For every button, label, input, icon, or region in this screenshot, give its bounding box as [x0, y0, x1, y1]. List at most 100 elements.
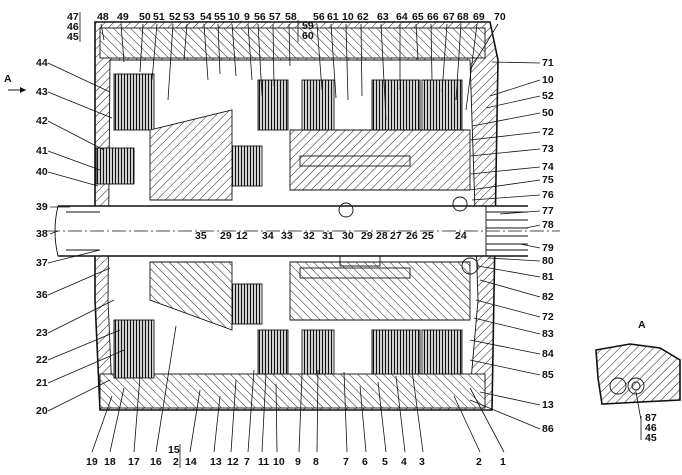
- callout-31: 31: [322, 230, 334, 242]
- callout-67: 67: [443, 11, 455, 23]
- leader-line: [47, 349, 125, 384]
- leader-line: [47, 299, 115, 334]
- callout-73: 73: [542, 143, 554, 155]
- callout-84: 84: [542, 348, 554, 360]
- leader-line: [47, 150, 101, 171]
- callout-46b: 46: [645, 422, 657, 434]
- leader-line: [453, 395, 481, 453]
- callout-58: 58: [285, 11, 297, 23]
- callout-74: 74: [542, 161, 554, 173]
- callout-10b: 10: [342, 11, 354, 23]
- callout-5: 5: [382, 456, 388, 468]
- callout-33: 33: [281, 230, 293, 242]
- callout-53: 53: [183, 11, 195, 23]
- leader-line: [430, 23, 433, 81]
- callout-16: 16: [150, 456, 162, 468]
- callout-43: 43: [36, 86, 48, 98]
- callout-82: 82: [542, 291, 554, 303]
- callout-2b: 2: [476, 456, 482, 468]
- leader-line: [183, 23, 188, 61]
- callout-37: 37: [36, 257, 48, 269]
- callout-60: 60: [302, 30, 314, 42]
- callout-9: 9: [244, 11, 250, 23]
- callout-66: 66: [427, 11, 439, 23]
- leader-line: [47, 329, 121, 361]
- callout-65: 65: [412, 11, 424, 23]
- callout-22: 22: [36, 354, 48, 366]
- callout-34: 34: [262, 230, 274, 242]
- leader-line: [261, 373, 267, 453]
- arrow-label: A: [4, 73, 12, 85]
- leader-line: [345, 23, 349, 101]
- callout-62: 62: [357, 11, 369, 23]
- leader-line: [330, 23, 337, 99]
- callout-76: 76: [542, 189, 554, 201]
- leader-line: [477, 265, 541, 278]
- callout-8: 8: [313, 456, 319, 468]
- leader-line: [469, 166, 541, 175]
- callout-23: 23: [36, 327, 48, 339]
- leader-line: [120, 23, 125, 63]
- leader-line: [49, 230, 59, 235]
- callout-52: 52: [169, 11, 181, 23]
- leader-line: [395, 375, 406, 453]
- leader-line: [479, 391, 541, 406]
- leader-line: [298, 373, 303, 453]
- callout-9b: 9: [295, 456, 301, 468]
- callout-71: 71: [542, 57, 554, 69]
- leader-line: [167, 23, 174, 101]
- callout-57: 57: [269, 11, 281, 23]
- main-shaft: [46, 196, 560, 275]
- leader-line: [231, 23, 237, 77]
- callout-70: 70: [494, 11, 506, 23]
- callout-85: 85: [542, 369, 554, 381]
- leader-line: [525, 224, 541, 229]
- callout-29b: 29: [361, 230, 373, 242]
- leader-line: [499, 210, 541, 215]
- leader-line: [469, 131, 541, 141]
- leader-line: [469, 179, 541, 191]
- callout-52b: 52: [542, 90, 554, 102]
- leader-line: [288, 23, 291, 67]
- leader-line: [377, 381, 387, 453]
- leader-line: [47, 91, 113, 119]
- leader-line: [469, 399, 541, 430]
- leader-line: [471, 194, 541, 201]
- view-a-title: A: [638, 319, 646, 331]
- leader-line: [489, 79, 541, 97]
- callout-39: 39: [36, 201, 48, 213]
- leader-line: [359, 385, 367, 453]
- callout-29: 29: [220, 230, 232, 242]
- leader-line: [469, 359, 541, 376]
- callout-46: 46: [67, 21, 79, 33]
- callout-25: 25: [422, 230, 434, 242]
- callout-56: 56: [254, 11, 266, 23]
- leader-line: [469, 23, 499, 71]
- leader-line: [360, 23, 363, 97]
- leader-line: [316, 369, 319, 453]
- leader-line: [380, 23, 387, 121]
- callout-1: 1: [500, 456, 506, 468]
- callout-30: 30: [342, 230, 354, 242]
- leader-line: [471, 112, 541, 127]
- callout-32: 32: [303, 230, 315, 242]
- callout-78: 78: [542, 219, 554, 231]
- callout-27: 27: [390, 230, 402, 242]
- callout-40: 40: [36, 166, 48, 178]
- callout-36: 36: [36, 289, 48, 301]
- leader-line: [316, 23, 323, 91]
- callout-38: 38: [36, 228, 48, 240]
- callout-13b: 13: [210, 456, 222, 468]
- leader-line: [151, 23, 158, 81]
- callout-19: 19: [86, 456, 98, 468]
- callout-54: 54: [200, 11, 212, 23]
- view-arrow: A: [4, 73, 26, 93]
- callout-35: 35: [195, 230, 207, 242]
- leader-line: [247, 369, 255, 453]
- callout-86: 86: [542, 423, 554, 435]
- leader-line: [411, 369, 424, 453]
- leader-line: [47, 62, 111, 93]
- leader-line: [203, 23, 209, 81]
- leader-line: [487, 257, 541, 262]
